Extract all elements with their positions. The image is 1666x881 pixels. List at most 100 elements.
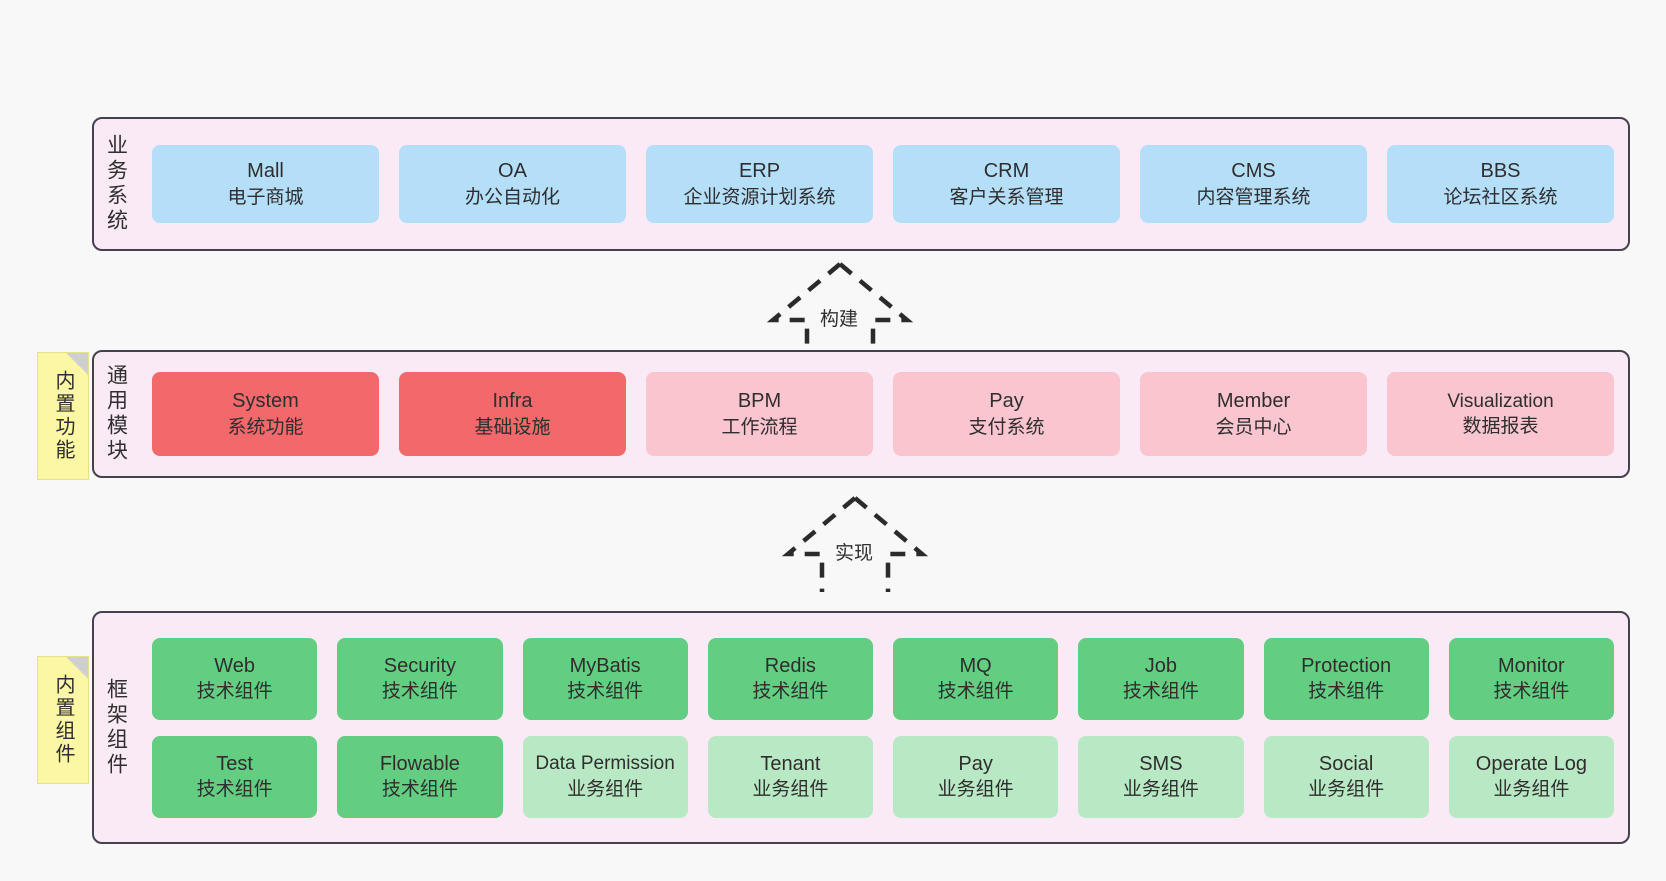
business-card-5-subtitle: 论坛社区系统	[1443, 186, 1558, 208]
implement-arrow-shape	[781, 496, 929, 592]
module-card-2-name: BPM	[737, 390, 782, 413]
framework-card-r1-0-name: Web	[214, 654, 255, 677]
framework-card-r2-3-name: Tenant	[760, 752, 821, 775]
framework-card-r2-2-subtitle: 业务组件	[567, 778, 644, 800]
business-card-3-subtitle: 客户关系管理	[949, 186, 1064, 208]
framework-card-r1-5-subtitle: 技术组件	[1122, 681, 1199, 703]
module-card-1[interactable]: Infra 基础设施	[399, 372, 626, 456]
business-card-0[interactable]: Mall 电子商城	[152, 145, 379, 223]
module-card-4-name: Member	[1216, 390, 1291, 413]
framework-card-r1-3[interactable]: Redis 技术组件	[707, 637, 873, 720]
framework-card-r2-1-name: Flowable	[379, 752, 460, 775]
framework-card-r1-6-name: Protection	[1301, 654, 1392, 677]
framework-card-r2-0-subtitle: 技术组件	[196, 779, 273, 801]
module-card-3[interactable]: Pay 支付系统	[893, 372, 1120, 456]
business-card-2[interactable]: ERP 企业资源计划系统	[646, 145, 873, 223]
layer-common-modules-body: System 系统功能 Infra 基础设施 BPM 工作流程 Pay 支付系统 Member 会…	[138, 352, 1628, 476]
module-card-3-name: Pay	[989, 390, 1024, 413]
module-card-2-subtitle: 工作流程	[721, 416, 798, 438]
framework-card-r2-5-subtitle: 业务组件	[1122, 779, 1199, 801]
business-card-4-name: CMS	[1231, 160, 1276, 183]
business-card-4-subtitle: 内容管理系统	[1196, 186, 1311, 208]
layer-business-systems-title: 业务系统	[104, 134, 128, 234]
framework-card-r2-5[interactable]: SMS 业务组件	[1078, 735, 1244, 818]
framework-card-r2-7-name: Operate Log	[1475, 752, 1587, 775]
framework-card-r2-2[interactable]: Data Permission 业务组件	[522, 735, 688, 818]
layer-common-modules-title: 通用模块	[104, 364, 128, 464]
framework-card-r2-4[interactable]: Pay 业务组件	[893, 735, 1059, 818]
framework-card-r1-7-name: Monitor	[1498, 654, 1565, 677]
module-card-0-subtitle: 系统功能	[227, 416, 304, 438]
implement-arrow-label: 实现	[832, 538, 877, 565]
framework-card-r1-3-subtitle: 技术组件	[752, 681, 829, 703]
module-card-0[interactable]: System 系统功能	[152, 372, 379, 456]
layer-common-modules: 通用模块 System 系统功能 Infra 基础设施 BPM 工作流程 Pay 支付系统 Me…	[92, 350, 1630, 478]
module-card-0-name: System	[232, 390, 299, 413]
build-arrow-shape	[766, 262, 914, 358]
business-card-2-name: ERP	[738, 160, 781, 183]
framework-card-r1-1-name: Security	[383, 654, 456, 677]
framework-card-r2-1-subtitle: 技术组件	[381, 779, 458, 801]
module-card-4-subtitle: 会员中心	[1215, 416, 1292, 438]
implement-arrow: 实现	[770, 492, 940, 592]
framework-card-r2-7-subtitle: 业务组件	[1493, 779, 1570, 801]
framework-card-r2-1[interactable]: Flowable 技术组件	[337, 735, 503, 818]
framework-card-r1-6[interactable]: Protection 技术组件	[1263, 637, 1429, 720]
framework-card-r1-2[interactable]: MyBatis 技术组件	[522, 637, 688, 720]
framework-card-r2-7[interactable]: Operate Log 业务组件	[1448, 735, 1614, 818]
business-card-3-name: CRM	[983, 160, 1030, 183]
sticky-note-builtin-functions-label: 内置功能	[52, 370, 74, 462]
build-arrow-label: 构建	[817, 304, 862, 331]
business-card-0-name: Mall	[247, 160, 284, 183]
framework-card-r2-5-name: SMS	[1139, 752, 1183, 775]
framework-card-r1-1[interactable]: Security 技术组件	[337, 637, 503, 720]
framework-card-r1-2-subtitle: 技术组件	[567, 681, 644, 703]
sticky-note-builtin-functions: 内置功能	[37, 352, 89, 480]
framework-card-r1-4-name: MQ	[959, 654, 992, 677]
framework-card-r2-0[interactable]: Test 技术组件	[152, 735, 318, 818]
sticky-note-builtin-components-label: 内置组件	[52, 674, 74, 766]
framework-card-r2-6-subtitle: 业务组件	[1308, 779, 1385, 801]
framework-card-r1-0[interactable]: Web 技术组件	[152, 637, 318, 720]
module-card-1-subtitle: 基础设施	[474, 416, 551, 438]
framework-card-r2-3-subtitle: 业务组件	[752, 779, 829, 801]
framework-card-r1-7-subtitle: 技术组件	[1493, 681, 1570, 703]
sticky-note-builtin-components: 内置组件	[37, 656, 89, 784]
module-card-5-subtitle: 数据报表	[1462, 416, 1539, 437]
business-card-3[interactable]: CRM 客户关系管理	[893, 145, 1120, 223]
module-card-3-subtitle: 支付系统	[968, 416, 1045, 438]
business-card-4[interactable]: CMS 内容管理系统	[1140, 145, 1367, 223]
module-card-5-name: Visualization	[1447, 390, 1554, 412]
framework-card-r1-6-subtitle: 技术组件	[1308, 681, 1385, 703]
framework-card-r1-7[interactable]: Monitor 技术组件	[1448, 637, 1614, 720]
framework-card-r2-4-name: Pay	[958, 752, 993, 775]
framework-card-r1-2-name: MyBatis	[569, 654, 641, 677]
module-card-1-name: Infra	[492, 390, 533, 413]
module-card-5[interactable]: Visualization 数据报表	[1387, 372, 1614, 456]
framework-card-r2-2-name: Data Permission	[535, 753, 675, 775]
module-card-2[interactable]: BPM 工作流程	[646, 372, 873, 456]
business-card-0-subtitle: 电子商城	[227, 186, 304, 208]
framework-card-r1-3-name: Redis	[764, 654, 816, 677]
framework-card-r1-0-subtitle: 技术组件	[196, 681, 273, 703]
framework-card-r2-3[interactable]: Tenant 业务组件	[707, 735, 873, 818]
framework-card-r2-4-subtitle: 业务组件	[937, 779, 1014, 801]
module-card-4[interactable]: Member 会员中心	[1140, 372, 1367, 456]
framework-card-r1-1-subtitle: 技术组件	[381, 681, 458, 703]
common-modules-row: System 系统功能 Infra 基础设施 BPM 工作流程 Pay 支付系统 Member 会…	[152, 372, 1614, 456]
business-card-2-subtitle: 企业资源计划系统	[683, 186, 836, 208]
business-card-1-subtitle: 办公自动化	[464, 186, 560, 208]
framework-card-r2-0-name: Test	[216, 752, 253, 775]
